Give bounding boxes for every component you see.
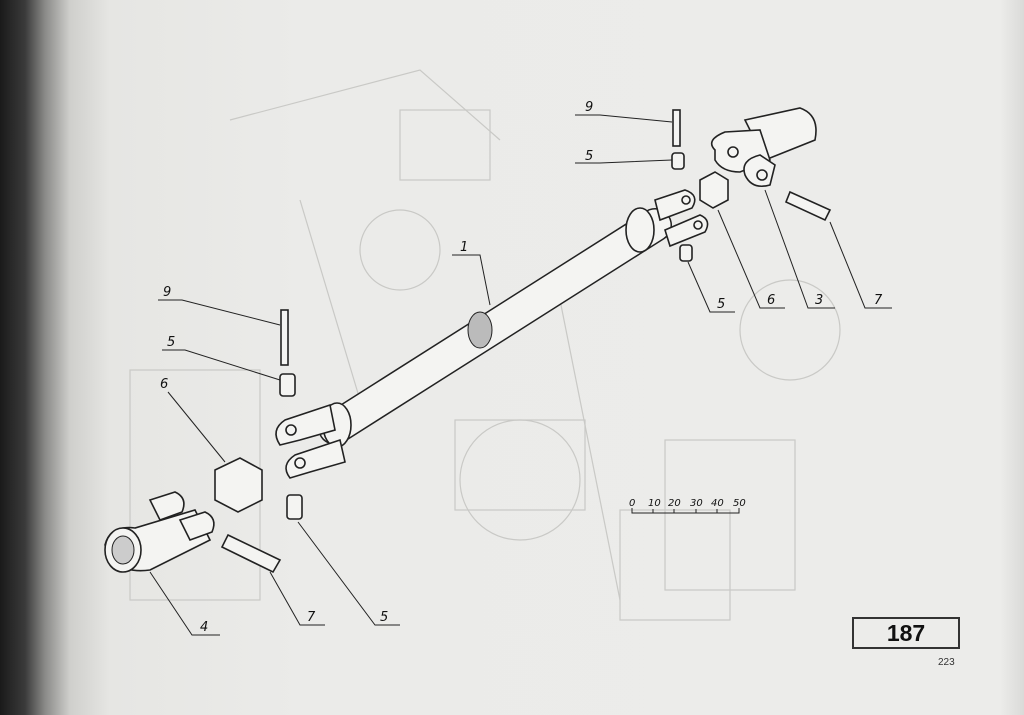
top-bushing [671, 152, 685, 170]
shaft-yoke-right [654, 189, 709, 248]
label-left-pin: 9 [163, 285, 171, 300]
top-cross-block [699, 171, 729, 209]
scale-bar: 0 10 20 30 40 50 [629, 498, 746, 514]
label-top-bolt: 7 [874, 293, 883, 308]
label-left-cross-block: 6 [160, 377, 168, 392]
label-left-bushing: 5 [167, 335, 175, 350]
label-shaft: 1 [460, 240, 468, 255]
page-number: 223 [938, 657, 955, 668]
label-top-cross-block: 6 [767, 293, 775, 308]
left-end-yoke [104, 491, 215, 573]
left-bolt [220, 533, 282, 574]
figure-number-box: 187 [852, 617, 960, 649]
scale-tick-50: 50 [733, 498, 746, 509]
label-top-lower-bushing: 5 [717, 297, 725, 312]
left-cross-block [214, 457, 263, 513]
shaft-section-hatch [467, 311, 493, 349]
label-left-bolt: 7 [307, 610, 316, 625]
scale-tick-20: 20 [668, 498, 681, 509]
scale-tick-0: 0 [629, 498, 635, 509]
left-bushing [279, 373, 296, 397]
top-end-yoke [710, 107, 817, 188]
label-top-bushing: 5 [585, 149, 593, 164]
label-top-pin: 9 [585, 100, 593, 115]
top-pin [672, 109, 681, 147]
scale-tick-30: 30 [690, 498, 703, 509]
label-top-end-yoke: 3 [815, 293, 823, 308]
left-pin [280, 309, 289, 366]
top-bolt [784, 190, 832, 222]
scale-tick-10: 10 [648, 498, 661, 509]
shaft-yoke-left [275, 403, 346, 479]
top-lower-bushing [679, 244, 693, 262]
left-lower-bushing [286, 494, 303, 520]
scale-tick-40: 40 [711, 498, 724, 509]
leader-lines [149, 114, 892, 636]
shaft [318, 207, 672, 448]
label-left-lower-bushing: 5 [380, 610, 388, 625]
label-left-end-yoke: 4 [200, 620, 208, 635]
